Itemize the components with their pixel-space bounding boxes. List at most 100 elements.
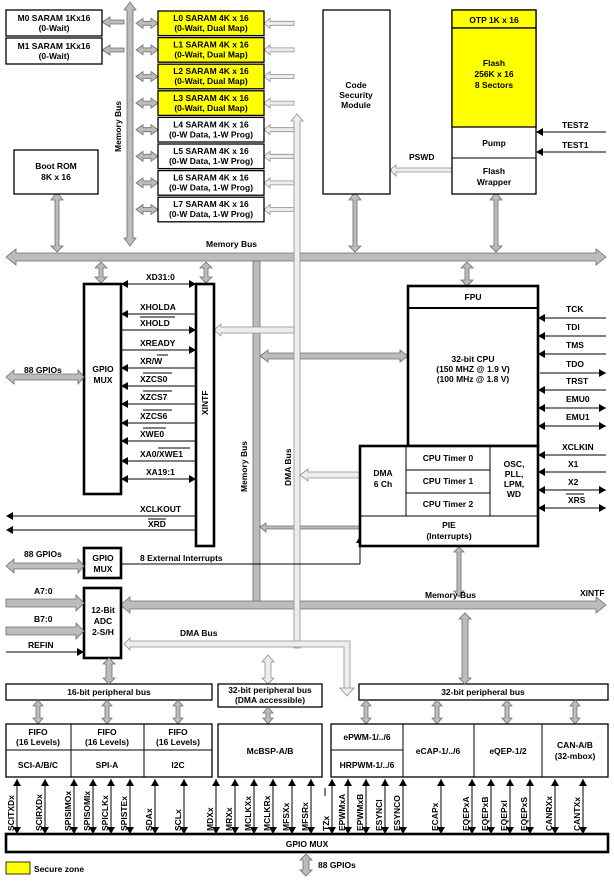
bus32dma-label-2: (DMA accessible)	[235, 695, 305, 705]
adc-label-2: ADC	[94, 616, 112, 626]
spi-fifo-levels: (16 Levels)	[85, 737, 129, 747]
gpios88-small-label: 88 GPIOs	[24, 549, 62, 559]
saram-l1-label: L1 SARAM 4K x 16	[173, 40, 249, 50]
left-section: GPIO MUX XINTF 88 GPIOs XD31:0XHOLDAXHOL…	[5, 272, 364, 660]
saram-l3-wait: (0-Wait, Dual Map)	[174, 103, 248, 113]
xintf-signal-7: XZCS6	[140, 411, 168, 421]
saram-l5-label: L5 SARAM 4K x 16	[173, 146, 249, 156]
saram-l6-wait: (0-W Data, 1-W Prog)	[169, 183, 253, 193]
xintf-signal-4: XR/W	[140, 356, 163, 366]
m1-saram	[5, 37, 103, 65]
saram-block-l7	[157, 196, 265, 223]
pin-eqepxs: EQEPxS	[519, 797, 529, 831]
boot-rom	[13, 149, 99, 195]
pin-ecapx: ECAPx	[430, 802, 440, 831]
cpu-freq-1: (150 MHZ @ 1.9 V)	[436, 364, 510, 374]
csm-label-3: Module	[341, 100, 371, 110]
secure-zone-swatch	[5, 861, 31, 875]
saram-block-l6	[157, 169, 265, 196]
cpu-timer1: CPU Timer 1	[423, 476, 474, 486]
pin-canrxx: CANRXx	[544, 796, 554, 831]
dma-channels: 6 Ch	[374, 479, 392, 489]
spi-fifo-label: FIFO	[97, 727, 117, 737]
pin-eqepxa: EQEPxA	[461, 797, 471, 832]
spi-label: SPI-A	[96, 760, 119, 770]
gpios88-bottom-label: 88 GPIOs	[318, 860, 356, 870]
gpio-mux-label-1: GPIO	[92, 364, 114, 374]
sci-fifo-levels: (16 Levels)	[16, 737, 60, 747]
bus32-label: 32-bit peripheral bus	[441, 687, 525, 697]
memory-bus-lower	[119, 596, 607, 614]
pin-epwmxa: EPWMxA	[337, 794, 347, 831]
saram-l4-wait: (0-W Data, 1-W Prog)	[169, 129, 253, 139]
xintf-signal-5: XZCS0	[140, 374, 168, 384]
saram-l4-label: L4 SARAM 4K x 16	[173, 119, 249, 129]
mcbsp-block	[217, 723, 323, 778]
dma-bus	[123, 113, 361, 697]
pin-eqepxb: EQEPxB	[480, 797, 490, 832]
pin-esynci: ESYNCI	[374, 799, 384, 831]
boot-rom-label: Boot ROM	[35, 161, 77, 171]
dma-bus-vertical	[290, 113, 304, 649]
xrd-label: XRD	[148, 519, 166, 529]
peripheral-section: 16-bit peripheral bus 32-bit peripheral …	[4, 612, 610, 877]
saram-block-l4	[157, 116, 265, 143]
saram-l2-wait: (0-Wait, Dual Map)	[174, 76, 248, 86]
saram-l2-label: L2 SARAM 4K x 16	[173, 66, 249, 76]
pin-epwmxb: EPWMxB	[355, 794, 365, 831]
pin-eqepxi: EQEPxI	[499, 800, 509, 831]
peripheral-bus-32-dma	[217, 683, 323, 708]
saram-l5-wait: (0-W Data, 1-W Prog)	[169, 156, 253, 166]
pin-sclx: SCLx	[173, 809, 183, 831]
jtag-3: TDO	[566, 359, 584, 369]
memory-buses	[5, 1, 607, 614]
pll-label: PLL,	[505, 469, 523, 479]
xclkout-label: XCLKOUT	[140, 504, 182, 514]
xintf-signal-10: XA19:1	[146, 467, 175, 477]
otp-label: OTP 1K x 16	[469, 15, 519, 25]
sci-label: SCI-A/B/C	[18, 760, 58, 770]
adc-label-1: 12-Bit	[91, 605, 115, 615]
i2c-fifo-levels: (16 Levels)	[156, 737, 200, 747]
bus32dma-label-1: 32-bit peripheral bus	[228, 685, 312, 695]
lpm-label: LPM,	[504, 479, 524, 489]
memory-blocks: M0 SARAM 1Kx16 (0-Wait) M1 SARAM 1Kx16 (…	[5, 9, 606, 223]
flash	[451, 27, 537, 128]
xintf-block	[194, 282, 216, 548]
xintf-signal-2: XHOLD	[140, 318, 170, 328]
pin-spisomix: SPISOMIx	[82, 791, 92, 831]
flash-size: 256K x 16	[474, 69, 513, 79]
test2-label: TEST2	[562, 120, 589, 130]
pie-label: PIE	[442, 520, 456, 530]
test1-label: TEST1	[562, 140, 589, 150]
memory-bus-label-top: Memory Bus	[206, 239, 257, 249]
adc-block	[82, 586, 123, 660]
external-interrupts-label: 8 External Interrupts	[140, 553, 223, 563]
can-label: CAN-A/B	[557, 740, 593, 750]
pin-scirxdx: SCIRXDx	[34, 794, 44, 831]
eqep-label: eQEP-1/2	[489, 746, 527, 756]
m0-saram-wait: (0-Wait)	[39, 23, 70, 33]
jtag-1: TDI	[566, 322, 580, 332]
pin-mfsxx: MFSXx	[281, 802, 291, 831]
a70-label: A7:0	[34, 586, 53, 596]
sci-fifo-label: FIFO	[28, 727, 48, 737]
m1-saram-wait: (0-Wait)	[39, 51, 70, 61]
i2c-label: I2C	[171, 760, 184, 770]
can-mbox: (32-mbox)	[555, 751, 596, 761]
peripheral-bus-32	[358, 683, 609, 701]
pin-spistex: SPISTEx	[119, 796, 129, 831]
osc-label: OSC,	[504, 459, 525, 469]
memory-bus-horizontal	[5, 248, 607, 266]
code-security-module	[322, 9, 391, 195]
flash-sectors: 8 Sectors	[475, 80, 514, 90]
cpu-timer0: CPU Timer 0	[423, 453, 474, 463]
cpu-freq-2: (100 MHz @ 1.8 V)	[437, 374, 510, 384]
gpio-mux-small	[82, 546, 123, 580]
pie-interrupts: (Interrupts)	[426, 531, 472, 541]
xintf-signal-0: XD31:0	[146, 272, 175, 282]
memory-bus-vertical-left	[123, 1, 137, 247]
xintf-signal-3: XREADY	[140, 338, 176, 348]
pin-spisimox: SPISIMOx	[63, 791, 73, 831]
